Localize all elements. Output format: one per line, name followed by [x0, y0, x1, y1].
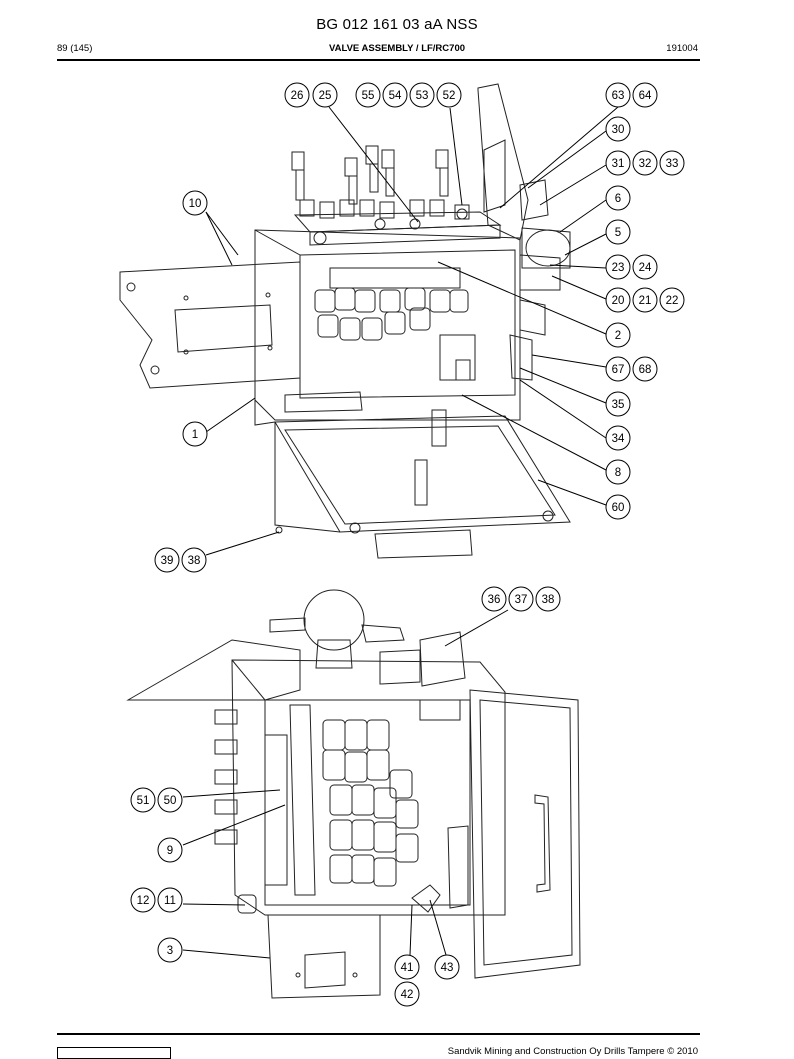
footer-rule — [57, 1033, 700, 1035]
callout-31-32-33 — [605, 150, 685, 176]
callout-60 — [605, 494, 631, 520]
callout-23-24 — [605, 254, 658, 280]
callout-label: 41 — [401, 962, 414, 974]
callout-label: 53 — [416, 90, 429, 102]
callout-67-68 — [605, 356, 658, 382]
callout-label: 20 — [612, 295, 625, 307]
callout-label: 43 — [441, 962, 454, 974]
callout-3 — [157, 937, 183, 963]
document-number: BG 012 161 03 aA NSS — [316, 16, 478, 33]
callout-label: 6 — [615, 193, 621, 205]
company-logo — [57, 1047, 171, 1059]
callout-39-38 — [154, 547, 207, 573]
callout-label: 51 — [137, 795, 150, 807]
callout-label: 9 — [167, 845, 173, 857]
callout-2 — [605, 322, 631, 348]
callout-label: 32 — [639, 158, 652, 170]
callout-9 — [157, 837, 183, 863]
callout-36-37-38 — [481, 586, 561, 612]
callout-8 — [605, 459, 631, 485]
callout-label: 30 — [612, 124, 625, 136]
callout-label: 8 — [615, 467, 621, 479]
callout-label: 5 — [615, 227, 621, 239]
callout-55-54-53-52 — [355, 82, 462, 108]
callout-label: 23 — [612, 262, 625, 274]
callout-35 — [605, 391, 631, 417]
document-code: 191004 — [666, 43, 698, 54]
callout-label: 2 — [615, 330, 621, 342]
callout-label: 38 — [188, 555, 201, 567]
bottom-assembly-drawing — [126, 589, 581, 999]
callout-26-25 — [284, 82, 338, 108]
callout-6 — [605, 185, 631, 211]
callout-label: 50 — [164, 795, 177, 807]
callout-label: 68 — [639, 364, 652, 376]
callout-label: 24 — [639, 262, 652, 274]
callout-label: 54 — [389, 90, 402, 102]
callout-label: 25 — [319, 90, 332, 102]
callout-label: 37 — [515, 594, 528, 606]
page-number: 89 (145) — [57, 43, 93, 54]
callout-label: 34 — [612, 433, 625, 445]
callout-label: 26 — [291, 90, 304, 102]
footer-copyright: Sandvik Mining and Construction Oy Drill… — [447, 1046, 698, 1057]
top-assembly-drawing — [119, 83, 571, 559]
callout-leader-lines — [182, 106, 619, 959]
header-rule — [57, 59, 700, 61]
callout-12-11 — [130, 887, 183, 913]
callout-51-50 — [130, 787, 183, 813]
callout-bubbles — [130, 82, 685, 1007]
callout-label: 22 — [666, 295, 679, 307]
callout-label: 33 — [666, 158, 679, 170]
callout-label: 67 — [612, 364, 625, 376]
callout-label: 38 — [542, 594, 555, 606]
callout-label: 10 — [189, 198, 202, 210]
callout-label: 11 — [164, 895, 176, 907]
callout-label: 55 — [362, 90, 375, 102]
callout-30 — [605, 116, 631, 142]
callout-63-64 — [605, 82, 658, 108]
callout-1 — [182, 421, 208, 447]
callout-label: 1 — [192, 429, 198, 441]
callout-label: 35 — [612, 399, 625, 411]
callout-label: 60 — [612, 502, 625, 514]
callout-20-21-22 — [605, 287, 685, 313]
callout-43 — [434, 954, 460, 980]
callout-label: 36 — [488, 594, 501, 606]
callout-5 — [605, 219, 631, 245]
callout-label: 42 — [401, 989, 414, 1001]
callout-42 — [394, 981, 420, 1007]
callout-label: 31 — [612, 158, 625, 170]
callout-10 — [182, 190, 208, 216]
callout-label: 63 — [612, 90, 625, 102]
callout-label: 52 — [443, 90, 456, 102]
callout-41 — [394, 954, 420, 980]
callout-label: 39 — [161, 555, 174, 567]
callout-34 — [605, 425, 631, 451]
callout-label: 3 — [167, 945, 173, 957]
page-title: VALVE ASSEMBLY / LF/RC700 — [328, 43, 466, 54]
callout-label: 64 — [639, 90, 652, 102]
callout-label: 12 — [137, 895, 150, 907]
callout-label: 21 — [639, 295, 652, 307]
